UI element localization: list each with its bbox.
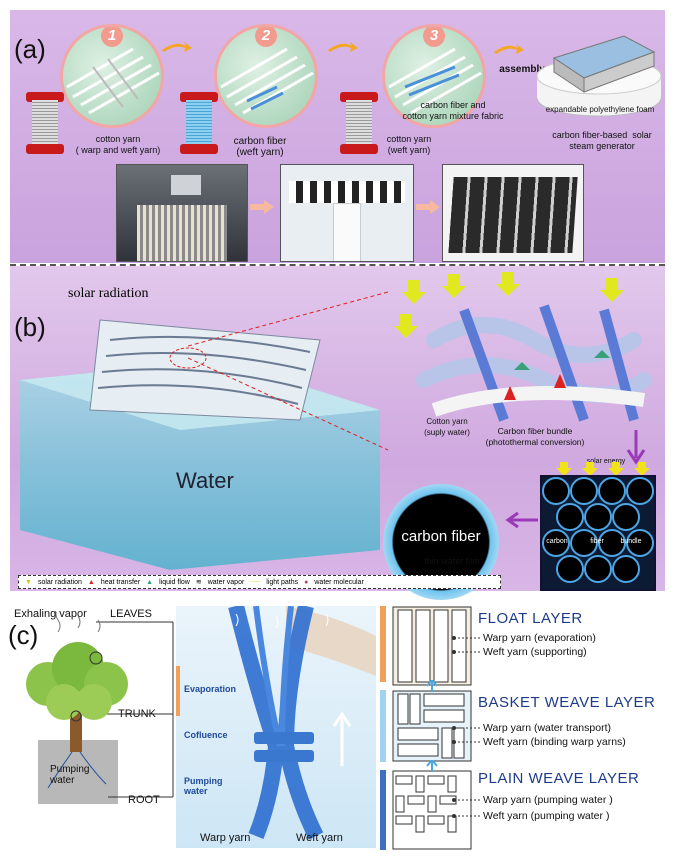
step-1-circle: 1 [60, 24, 164, 128]
legend-molecule: water molecular [314, 578, 364, 586]
bundle-word-fiber: fiber [590, 538, 604, 545]
yarn-flow-diagram [176, 606, 376, 848]
basket-weft-label: Weft yarn (binding warp yarns) [483, 736, 626, 748]
legend: ▼ solar radiation ▲ heat transfer ▲ liquid … [18, 575, 501, 589]
plain-layer-schematic [392, 770, 472, 850]
arrow-down-icon [626, 430, 646, 465]
liquid-arrow-icon: ▲ [146, 578, 154, 586]
float-layer-title: FLOAT LAYER [478, 610, 583, 627]
mixture-fabric-icon [388, 47, 482, 115]
zoom-lines [188, 291, 389, 451]
evaporation-label: Evaporation [184, 684, 237, 694]
panel-c-label: (c) [8, 620, 39, 650]
panel-a-label: (a) [14, 34, 46, 64]
vapor-icon: ≋ [195, 579, 202, 586]
water-box-diagram [20, 319, 380, 570]
step-3-caption: cotton yarn (weft yarn) [386, 134, 432, 155]
arrow-right-icon [328, 42, 358, 52]
pumping-water-mid-label: Pumping water [184, 776, 223, 796]
legend-heat: heat transfer [100, 578, 141, 586]
leaves-label: LEAVES [110, 608, 152, 620]
mixture-caption: carbon fiber and cotton yarn mixture fab… [402, 100, 504, 121]
fabric-hold-photo [280, 164, 414, 262]
leader-lines [452, 636, 482, 818]
carbon-fiber-label: carbon fiber [401, 528, 481, 545]
weaving-blue-icon [220, 47, 314, 115]
arrow-right-icon [494, 44, 524, 54]
fabric-photo [442, 164, 584, 262]
assembly-label: assembly [499, 64, 545, 75]
basket-layer-schematic [392, 690, 472, 762]
step-3-circle: 3 [382, 24, 486, 128]
sun-arrows-icon [556, 462, 650, 476]
tree-diagram [26, 612, 174, 804]
legend-liquid: liquid flow [159, 578, 190, 586]
cofluence-label: Cofluence [184, 730, 228, 740]
step-2-caption: carbon fiber (weft yarn) [233, 136, 287, 158]
molecule-icon: ● [304, 578, 309, 586]
arrow-right-icon [416, 200, 440, 214]
light-path-icon: ── [250, 578, 261, 586]
arrow-right-icon [250, 200, 274, 214]
plain-warp-label: Warp yarn (pumping water ) [483, 794, 613, 806]
bundle-word-bundle: bundle [620, 538, 642, 545]
weaving-icon [66, 47, 160, 115]
carbon-bundle-label: Carbon fiber bundle (photothermal conver… [485, 426, 585, 447]
step-3-number: 3 [423, 27, 445, 47]
plain-layer-title: PLAIN WEAVE LAYER [478, 770, 640, 787]
generator-label: carbon fiber-based solar steam generator [552, 130, 652, 151]
cotton-spool-icon [26, 92, 64, 154]
basket-strip [380, 690, 386, 762]
legend-light: light paths [266, 578, 299, 586]
step-1-caption: cotton yarn ( warp and weft yarn) [75, 134, 161, 155]
float-strip [380, 606, 386, 682]
float-layer-schematic [392, 606, 472, 686]
basket-layer-title: BASKET WEAVE LAYER [478, 694, 656, 711]
water-label: Water [176, 468, 234, 493]
exhaling-label: Exhaling vapor [14, 608, 87, 620]
panel-b-label: (b) [14, 312, 46, 342]
arrow-up-icon [426, 680, 438, 692]
arrow-up-icon [426, 760, 438, 772]
plain-weft-label: Weft yarn (pumping water ) [483, 810, 610, 822]
carbon-spool-icon [180, 92, 218, 154]
weft-yarn-label: Weft yarn [296, 832, 343, 844]
heat-arrow-icon: ▲ [87, 578, 95, 586]
step-2-number: 2 [255, 27, 277, 47]
carbon-bundle-crosssection [540, 475, 656, 591]
float-warp-label: Warp yarn (evaporation) [483, 632, 596, 644]
solar-energy-label: solar energy [586, 458, 626, 465]
float-weft-label: Weft yarn (supporting) [483, 646, 587, 658]
divider [10, 264, 665, 266]
warp-yarn-label: Warp yarn [200, 832, 251, 844]
cotton-yarn-label: Cotton yarn (suply water) [424, 417, 470, 437]
thin-water-film-label: thin water film [424, 556, 480, 566]
basket-warp-label: Warp yarn (water transport) [483, 722, 611, 734]
loom-photo [116, 164, 248, 262]
steam-generator-icon [536, 35, 662, 117]
sun-arrow-icon: ▼ [25, 578, 32, 586]
step-1-number: 1 [101, 27, 123, 47]
plain-strip [380, 770, 386, 850]
solar-radiation-label: solar radiation [68, 286, 149, 301]
foam-label: expandable polyethylene foam [545, 105, 655, 114]
pumping-water-label: Pumping water [50, 764, 90, 786]
arrow-right-icon [162, 42, 192, 52]
legend-vapor: water vapor [207, 578, 245, 586]
cotton-spool-icon [340, 92, 378, 154]
step-2-circle: 2 [214, 24, 318, 128]
arrow-left-icon [505, 512, 538, 528]
legend-solar: solar radiation [37, 578, 82, 586]
bundle-word-carbon: carbon [546, 538, 568, 545]
woven-closeup-diagram [394, 272, 652, 422]
